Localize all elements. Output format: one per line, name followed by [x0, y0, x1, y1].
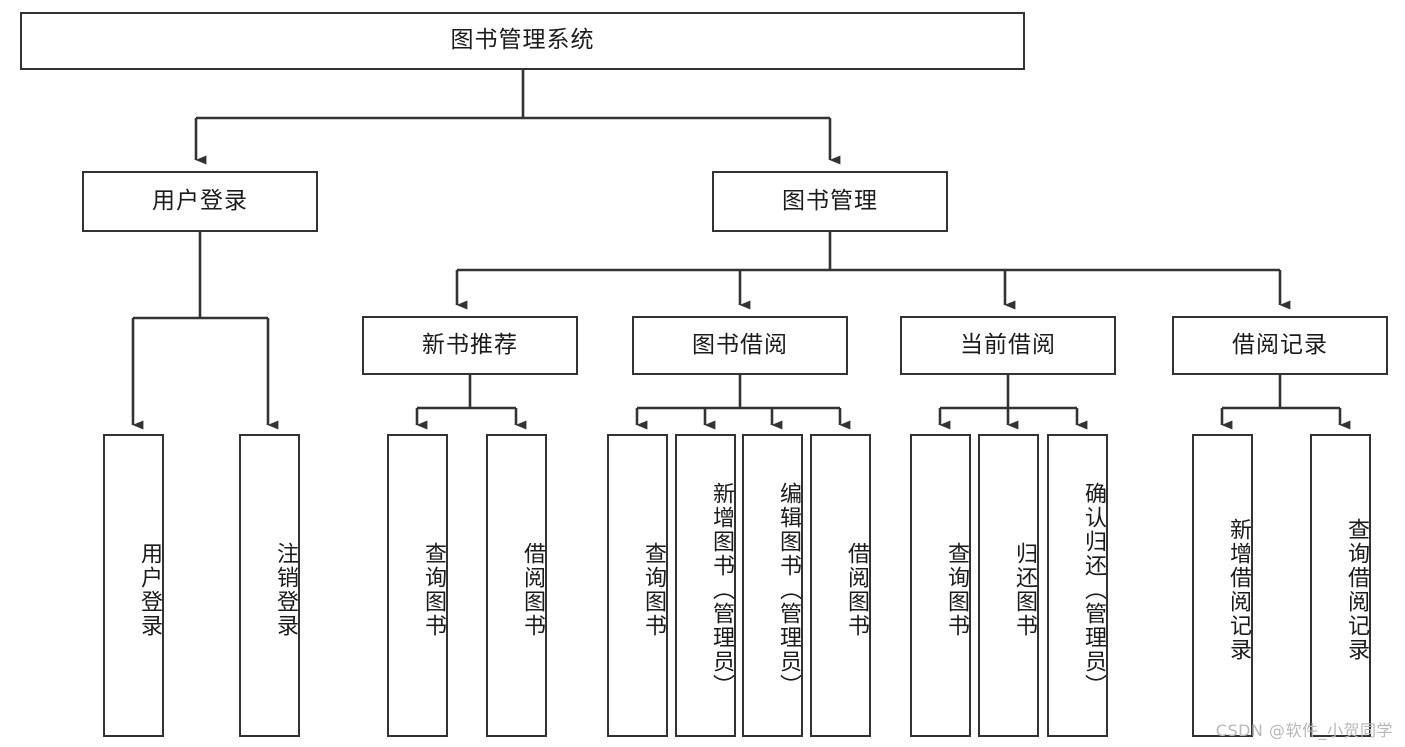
node-root-book-management-system[interactable]: 图书管理系统: [20, 12, 1025, 70]
node-label: 当前借阅: [960, 331, 1056, 358]
node-label: 编辑图书（管理员）: [776, 481, 801, 698]
node-label: 借阅记录: [1232, 331, 1328, 358]
leaf-query-borrow-record[interactable]: 查询借阅记录: [1310, 434, 1371, 737]
node-book-borrow[interactable]: 图书借阅: [632, 316, 848, 375]
leaf-user-login[interactable]: 用户登录: [103, 434, 164, 737]
node-label: 新增图书（管理员）: [709, 481, 734, 698]
node-label: 确认归还（管理员）: [1081, 481, 1106, 698]
node-label: 查询图书: [641, 541, 666, 638]
leaf-add-borrow-record[interactable]: 新增借阅记录: [1192, 434, 1253, 737]
node-label: 借阅图书: [520, 541, 545, 638]
node-user-login[interactable]: 用户登录: [82, 171, 318, 232]
leaf-edit-book-admin[interactable]: 编辑图书（管理员）: [742, 434, 803, 737]
node-label: 归还图书: [1012, 541, 1037, 638]
node-label: 新增借阅记录: [1226, 517, 1251, 662]
node-label: 注销登录: [273, 541, 298, 638]
leaf-logout-login[interactable]: 注销登录: [239, 434, 300, 737]
leaf-add-book-admin[interactable]: 新增图书（管理员）: [675, 434, 736, 737]
leaf-return-book[interactable]: 归还图书: [978, 434, 1039, 737]
leaf-query-book-recommend[interactable]: 查询图书: [387, 434, 448, 737]
node-new-book-recommend[interactable]: 新书推荐: [362, 316, 578, 375]
node-label: 新书推荐: [422, 331, 518, 358]
node-label: 用户登录: [137, 541, 162, 638]
node-label: 借阅图书: [844, 541, 869, 638]
leaf-query-book-current[interactable]: 查询图书: [910, 434, 971, 737]
node-current-borrow[interactable]: 当前借阅: [900, 316, 1116, 375]
node-label: 图书管理: [782, 187, 878, 214]
leaf-confirm-return-admin[interactable]: 确认归还（管理员）: [1047, 434, 1108, 737]
leaf-query-book-borrow[interactable]: 查询图书: [607, 434, 668, 737]
leaf-borrow-book-recommend[interactable]: 借阅图书: [486, 434, 547, 737]
node-label: 图书管理系统: [450, 27, 595, 54]
node-book-management[interactable]: 图书管理: [712, 171, 948, 232]
node-label: 查询图书: [421, 541, 446, 638]
node-label: 图书借阅: [692, 331, 788, 358]
node-label: 查询借阅记录: [1344, 517, 1369, 662]
node-label: 用户登录: [152, 187, 248, 214]
node-borrow-record[interactable]: 借阅记录: [1172, 316, 1388, 375]
node-label: 查询图书: [944, 541, 969, 638]
leaf-borrow-book[interactable]: 借阅图书: [810, 434, 871, 737]
